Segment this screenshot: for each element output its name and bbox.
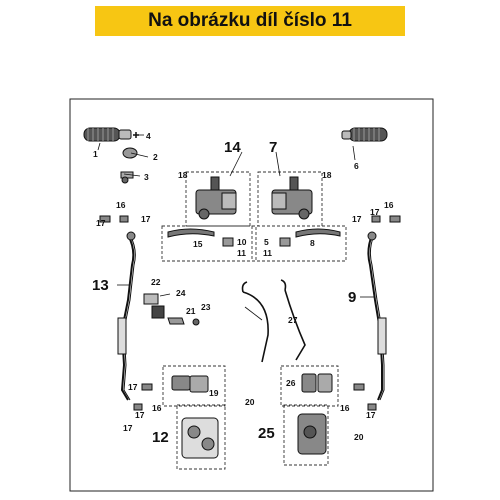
label-part-4: 4	[146, 131, 151, 141]
label-part-17-g: 17	[123, 423, 133, 433]
label-part-17-h: 17	[366, 410, 376, 420]
header-banner: Na obrázku díl číslo 11	[95, 6, 405, 36]
label-part-3: 3	[144, 172, 149, 182]
label-part-24: 24	[176, 288, 186, 298]
caliper-rear	[297, 413, 327, 455]
label-part-25: 25	[258, 425, 275, 442]
label-part-16-top-right: 16	[384, 200, 394, 210]
box-caliper-front	[176, 404, 226, 470]
box-pads-rear	[280, 365, 339, 407]
label-part-27: 27	[288, 315, 298, 325]
label-part-11-right: 11	[263, 248, 272, 258]
brake-lever-left	[167, 228, 234, 247]
label-part-8: 8	[310, 238, 315, 248]
label-part-5: 5	[264, 237, 269, 247]
leader-lines	[97, 134, 374, 321]
label-part-2: 2	[153, 152, 158, 162]
label-part-21: 21	[186, 306, 196, 316]
label-part-15: 15	[193, 239, 203, 249]
box-lever-right	[251, 225, 347, 262]
label-part-20-rear: 20	[354, 432, 364, 442]
label-part-17-b: 17	[141, 214, 151, 224]
banjo-fittings	[99, 215, 401, 411]
master-cylinder-left	[195, 176, 237, 220]
label-part-6: 6	[354, 161, 359, 171]
label-part-20-front: 20	[245, 397, 255, 407]
label-part-23: 23	[201, 302, 211, 312]
label-part-13: 13	[92, 277, 109, 294]
grip-right	[341, 127, 388, 142]
label-part-14: 14	[224, 139, 241, 156]
box-pads-front	[162, 365, 226, 407]
label-part-1: 1	[93, 149, 98, 159]
label-part-17-f: 17	[135, 410, 145, 420]
label-part-22: 22	[151, 277, 161, 287]
diagram-frame	[69, 98, 434, 492]
label-part-10-left: 10	[237, 237, 247, 247]
label-part-18-right: 18	[322, 170, 332, 180]
grip-left	[83, 127, 132, 142]
hose-sleeve-right	[377, 317, 387, 355]
label-part-26: 26	[286, 378, 296, 388]
brake-lever-right	[279, 228, 341, 247]
hose-sleeve-left	[117, 317, 127, 355]
label-part-16-bottom-left: 16	[152, 403, 162, 413]
part-labels: 4 2 3 1 6 14 7 18 18 15 10 11 5 11 8 16 …	[92, 131, 394, 446]
box-lever-left	[161, 225, 257, 262]
label-part-9: 9	[348, 289, 356, 306]
label-part-19: 19	[209, 388, 219, 398]
caliper-front	[181, 417, 219, 459]
label-part-18-left: 18	[178, 170, 188, 180]
master-cylinder-right	[271, 176, 313, 220]
label-part-12: 12	[152, 429, 169, 446]
hardware-left-grip	[120, 132, 139, 184]
brake-pads-front	[171, 375, 209, 393]
label-part-17-e: 17	[128, 382, 138, 392]
label-part-7: 7	[269, 139, 277, 156]
hose-27	[241, 279, 306, 363]
dashed-boxes	[161, 171, 347, 470]
label-part-16-top-left: 16	[116, 200, 126, 210]
label-part-11-left: 11	[237, 248, 246, 258]
hose-clamp-parts	[143, 293, 200, 326]
label-part-17-a: 17	[96, 218, 106, 228]
label-part-17-d: 17	[370, 207, 380, 217]
header-title: Na obrázku díl číslo 11	[148, 10, 352, 31]
brake-pads-rear	[301, 373, 333, 393]
label-part-16-bottom-right: 16	[340, 403, 350, 413]
label-part-17-c: 17	[352, 214, 362, 224]
box-caliper-rear	[283, 404, 329, 466]
